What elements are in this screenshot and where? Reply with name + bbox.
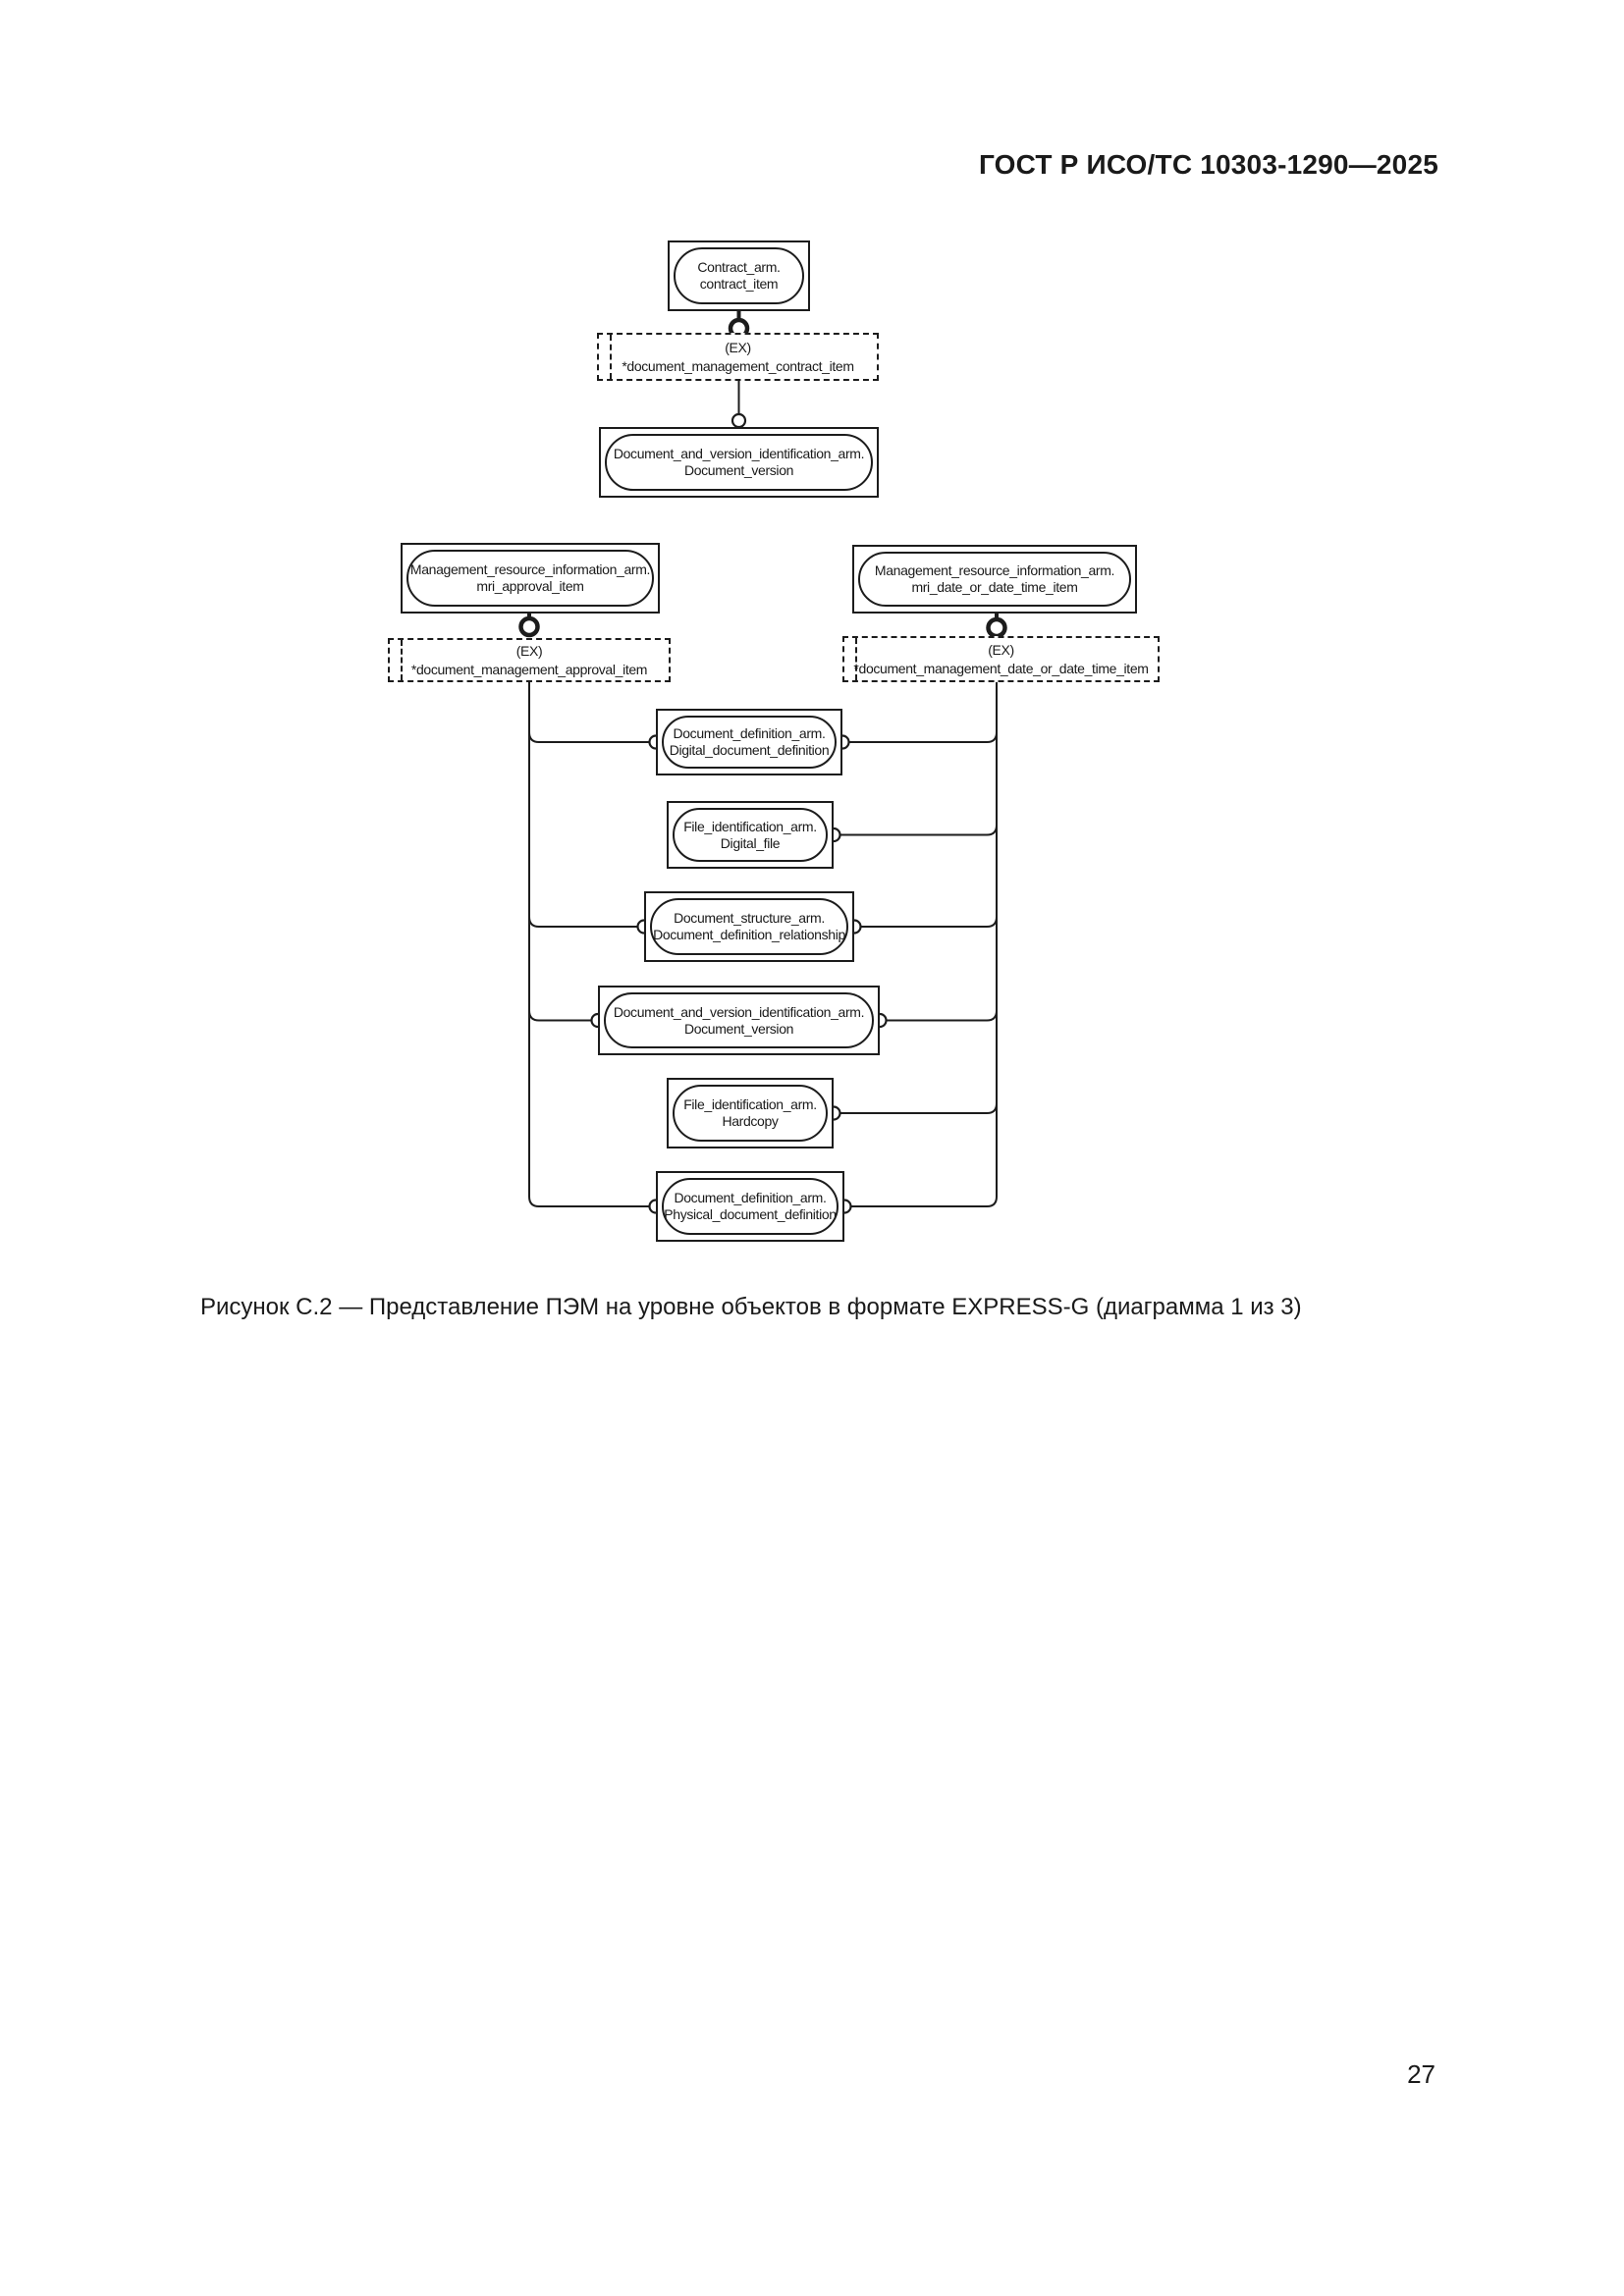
right-trunk (840, 682, 998, 1207)
node-label-line2: Physical_document_definition (664, 1206, 837, 1222)
reference-left-bar (610, 335, 612, 379)
node-label-line2: Digital_document_definition (669, 742, 830, 758)
node-digital-document-definition: Document_definition_arm. Digital_documen… (656, 709, 842, 775)
reference-left-bar (401, 640, 403, 680)
left-trunk (528, 681, 649, 1207)
node-digital-file: File_identification_arm. Digital_file (667, 801, 834, 869)
node-mri-date-or-date-time-item: Management_resource_information_arm. mri… (852, 545, 1137, 614)
document-header: ГОСТ Р ИСО/ТС 10303-1290—2025 (978, 149, 1438, 180)
junction-donut-date (986, 616, 1007, 639)
entity-oval: File_identification_arm. Hardcopy (673, 1085, 828, 1142)
figure-caption: Рисунок С.2 — Представление ПЭМ на уровн… (200, 1294, 1302, 1320)
node-label-line1: (EX) (988, 641, 1014, 658)
entity-oval: Document_definition_arm. Physical_docume… (662, 1178, 839, 1235)
node-label-line1: Document_definition_arm. (674, 1190, 827, 1205)
node-label-line1: Document_and_version_identification_arm. (613, 446, 865, 461)
node-contract-item: Contract_arm. contract_item (668, 240, 810, 311)
node-label-line2: Hardcopy (722, 1113, 779, 1129)
node-label-line2: Document_version (683, 1020, 794, 1037)
node-label-line2: mri_approval_item (476, 578, 584, 594)
node-document-management-date-item: (EX) *document_management_date_or_date_t… (842, 636, 1160, 682)
node-label-line1: (EX) (725, 339, 751, 355)
entity-oval: Document_structure_arm. Document_definit… (650, 898, 848, 955)
entity-oval: Management_resource_information_arm. mri… (406, 550, 654, 607)
entity-oval: Contract_arm. contract_item (674, 247, 804, 304)
page-number: 27 (1407, 2059, 1435, 2089)
node-label-line1: Management_resource_information_arm. (409, 561, 651, 577)
node-document-management-approval-item: (EX) *document_management_approval_item (388, 638, 671, 682)
node-label-line1: Document_structure_arm. (674, 910, 825, 926)
node-document-version-top: Document_and_version_identification_arm.… (599, 427, 879, 498)
entity-oval: Document_definition_arm. Digital_documen… (662, 716, 837, 769)
node-label-line2: contract_item (699, 276, 779, 292)
entity-oval: Management_resource_information_arm. mri… (858, 552, 1131, 607)
node-label-line2: *document_management_contract_item (622, 357, 854, 374)
node-label-line2: *document_management_approval_item (410, 661, 648, 677)
entity-oval: Document_and_version_identification_arm.… (604, 992, 874, 1048)
node-label-line2: Document_definition_relationship (653, 927, 845, 942)
node-label-line2: Digital_file (720, 834, 781, 851)
junction-circle-docversion-top (731, 412, 747, 429)
node-document-version-mid: Document_and_version_identification_arm.… (598, 986, 880, 1055)
node-label-line1: Document_and_version_identification_arm. (613, 1003, 865, 1020)
node-document-management-contract-item: (EX) *document_management_contract_item (597, 333, 879, 381)
node-label-line1: File_identification_arm. (683, 1096, 817, 1112)
node-physical-document-definition: Document_definition_arm. Physical_docume… (656, 1171, 844, 1242)
node-label-line1: Contract_arm. (697, 259, 781, 275)
node-label-line2: Document_version (683, 462, 794, 478)
node-label-line1: Document_definition_arm. (673, 725, 826, 741)
junction-donut-approval (518, 615, 540, 638)
entity-oval: File_identification_arm. Digital_file (673, 808, 828, 862)
entity-oval: Document_and_version_identification_arm.… (605, 434, 873, 491)
node-label-line1: File_identification_arm. (683, 818, 817, 834)
node-hardcopy: File_identification_arm. Hardcopy (667, 1078, 834, 1148)
node-label-line2: *document_management_date_or_date_time_i… (853, 660, 1149, 676)
node-label-line2: mri_date_or_date_time_item (911, 579, 1078, 595)
node-label-line1: Management_resource_information_arm. (874, 562, 1115, 578)
reference-left-bar (855, 638, 857, 680)
node-mri-approval-item: Management_resource_information_arm. mri… (401, 543, 660, 614)
node-label-line1: (EX) (515, 642, 543, 659)
node-document-definition-relationship: Document_structure_arm. Document_definit… (644, 891, 854, 962)
